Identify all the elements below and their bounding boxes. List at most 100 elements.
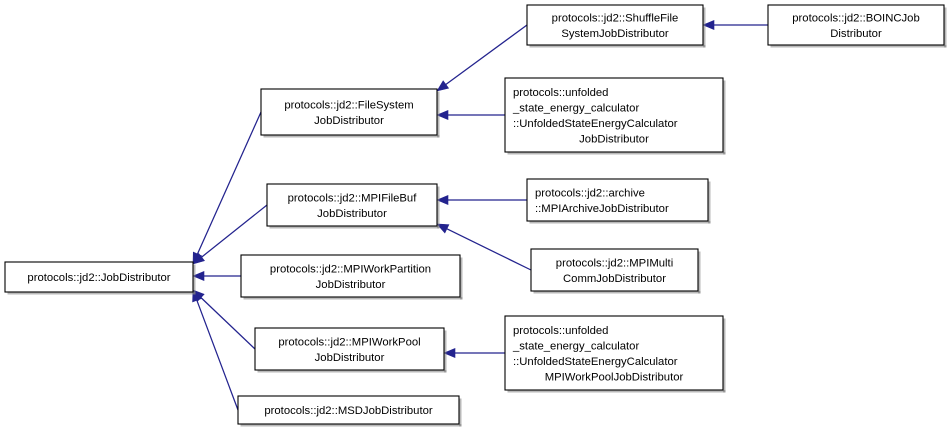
edge-mpiarchive-to-mpifilebuf bbox=[436, 194, 527, 206]
edge-filesystem-to-jobdistributor bbox=[192, 111, 262, 265]
node-label-line: JobDistributor bbox=[315, 352, 385, 364]
node-shadow bbox=[263, 135, 440, 138]
edge-arrowhead bbox=[436, 80, 450, 92]
node-shadow bbox=[444, 330, 447, 373]
edge-arrowhead bbox=[192, 270, 205, 282]
node-shadow bbox=[507, 390, 726, 393]
node-box[interactable] bbox=[504, 77, 724, 153]
node-label-line: protocols::jd2::MPIMulti bbox=[556, 257, 673, 269]
edge-arrowhead bbox=[436, 223, 450, 234]
node-label-line: protocols::jd2::archive bbox=[535, 187, 645, 199]
edge-line bbox=[196, 111, 262, 255]
class-node-boinc-job-distributor[interactable]: protocols::jd2::BOINCJobDistributorproto… bbox=[767, 4, 947, 48]
node-shadow bbox=[7, 292, 196, 295]
node-label-line: MPIWorkPoolJobDistributor bbox=[545, 371, 684, 383]
class-node-unfolded-state-energy-calculator-mpi-work-pool-job-distributor[interactable]: protocols::unfolded_state_energy_calcula… bbox=[504, 315, 726, 393]
node-box[interactable] bbox=[240, 254, 461, 298]
node-shadow bbox=[437, 91, 440, 138]
node-shadow bbox=[507, 152, 726, 155]
node-box[interactable] bbox=[530, 248, 699, 292]
node-shadow bbox=[240, 424, 462, 427]
class-node-mpi-work-partition-job-distributor[interactable]: protocols::jd2::MPIWorkPartitionJobDistr… bbox=[240, 254, 463, 300]
node-label-line: SystemJobDistributor bbox=[561, 28, 669, 40]
node-label-line: ::MPIArchiveJobDistributor bbox=[535, 203, 669, 215]
node-shadow bbox=[460, 257, 463, 300]
node-shadow bbox=[770, 45, 947, 48]
node-label-line: protocols::jd2::FileSystem bbox=[284, 99, 413, 111]
node-box[interactable] bbox=[237, 395, 460, 425]
edge-line bbox=[446, 228, 532, 271]
node-label-line: protocols::jd2::MSDJobDistributor bbox=[264, 405, 432, 417]
node-label-line: protocols::jd2::JobDistributor bbox=[27, 272, 170, 284]
node-label-line: _state_energy_calculator bbox=[512, 340, 639, 352]
node-label-line: protocols::jd2::MPIWorkPool bbox=[278, 336, 420, 348]
class-node-mpi-archive-job-distributor[interactable]: protocols::jd2::archive::MPIArchiveJobDi… bbox=[526, 178, 711, 224]
node-label-line: ::UnfoldedStateEnergyCalculator bbox=[513, 118, 678, 130]
node-shadow bbox=[193, 264, 196, 295]
edge-arrowhead bbox=[192, 253, 205, 265]
edge-line bbox=[200, 204, 268, 258]
node-shadow bbox=[437, 186, 440, 229]
edge-arrowhead bbox=[702, 19, 715, 31]
node-shadow bbox=[533, 291, 701, 294]
node-label-line: protocols::jd2::ShuffleFile bbox=[552, 12, 679, 24]
edge-usecmpiworkpool-to-mpiworkpool bbox=[443, 347, 505, 359]
node-label-line: protocols::unfolded bbox=[513, 325, 608, 337]
class-node-mpi-file-buf-job-distributor[interactable]: protocols::jd2::MPIFileBufJobDistributor… bbox=[266, 183, 440, 229]
node-label-line: ::UnfoldedStateEnergyCalculator bbox=[513, 356, 678, 368]
node-label-line: _state_energy_calculator bbox=[512, 102, 639, 114]
edge-mpiworkpartition-to-jobdistributor bbox=[192, 270, 241, 282]
node-shadow bbox=[723, 80, 726, 155]
node-label-line: protocols::jd2::MPIFileBuf bbox=[288, 192, 418, 204]
edge-line bbox=[196, 299, 239, 411]
node-label-line: JobDistributor bbox=[317, 208, 387, 220]
node-shadow bbox=[529, 45, 706, 48]
class-node-mpi-work-pool-job-distributor[interactable]: protocols::jd2::MPIWorkPoolJobDistributo… bbox=[254, 327, 447, 373]
edge-arrowhead bbox=[436, 109, 449, 121]
class-node-mpi-multi-comm-job-distributor[interactable]: protocols::jd2::MPIMultiCommJobDistribut… bbox=[530, 248, 701, 294]
node-shadow bbox=[257, 370, 447, 373]
node-shadow bbox=[708, 181, 711, 224]
node-label-line: JobDistributor bbox=[316, 279, 386, 291]
edge-line bbox=[200, 296, 256, 350]
node-box[interactable] bbox=[526, 4, 704, 46]
node-box[interactable] bbox=[767, 4, 945, 46]
edge-msd-to-jobdistributor bbox=[192, 289, 239, 411]
node-shadow bbox=[529, 221, 711, 224]
edge-mpifilebuf-to-jobdistributor bbox=[192, 204, 268, 265]
edge-mpimulticomm-to-mpifilebuf bbox=[436, 223, 532, 271]
node-box[interactable] bbox=[260, 88, 438, 136]
node-shadow bbox=[698, 251, 701, 294]
class-node-file-system-job-distributor[interactable]: protocols::jd2::FileSystemJobDistributor… bbox=[260, 88, 440, 138]
node-shadow bbox=[944, 7, 947, 48]
edge-arrowhead bbox=[443, 347, 456, 359]
edge-arrowhead bbox=[436, 194, 449, 206]
edges-layer bbox=[192, 19, 768, 411]
node-label-line: protocols::jd2::BOINCJob bbox=[792, 12, 919, 24]
node-shadow bbox=[703, 7, 706, 48]
class-node-job-distributor[interactable]: protocols::jd2::JobDistributorprotocols:… bbox=[4, 261, 196, 295]
node-box[interactable] bbox=[526, 178, 709, 222]
class-node-msd-job-distributor[interactable]: protocols::jd2::MSDJobDistributorprotoco… bbox=[237, 395, 462, 427]
node-box[interactable] bbox=[254, 327, 445, 371]
edge-line bbox=[445, 24, 528, 86]
node-label-line: protocols::unfolded bbox=[513, 87, 608, 99]
node-label-line: JobDistributor bbox=[579, 133, 649, 145]
nodes-layer: protocols::jd2::JobDistributorprotocols:… bbox=[4, 4, 947, 427]
node-label-line: protocols::jd2::MPIWorkPartition bbox=[270, 263, 431, 275]
class-node-shuffle-file-system-job-distributor[interactable]: protocols::jd2::ShuffleFileSystemJobDist… bbox=[526, 4, 706, 48]
node-shadow bbox=[723, 318, 726, 393]
node-shadow bbox=[269, 226, 440, 229]
node-label-line: CommJobDistributor bbox=[563, 273, 666, 285]
node-label-line: JobDistributor bbox=[314, 115, 384, 127]
node-box[interactable] bbox=[266, 183, 438, 227]
edge-usec-to-filesystem bbox=[436, 109, 505, 121]
node-box[interactable] bbox=[504, 315, 724, 391]
class-node-unfolded-state-energy-calculator-job-distributor[interactable]: protocols::unfolded_state_energy_calcula… bbox=[504, 77, 726, 155]
edge-shufflefs-to-filesystem bbox=[436, 24, 528, 92]
node-box[interactable] bbox=[4, 261, 194, 293]
node-shadow bbox=[243, 297, 463, 300]
node-label-line: Distributor bbox=[830, 28, 882, 40]
